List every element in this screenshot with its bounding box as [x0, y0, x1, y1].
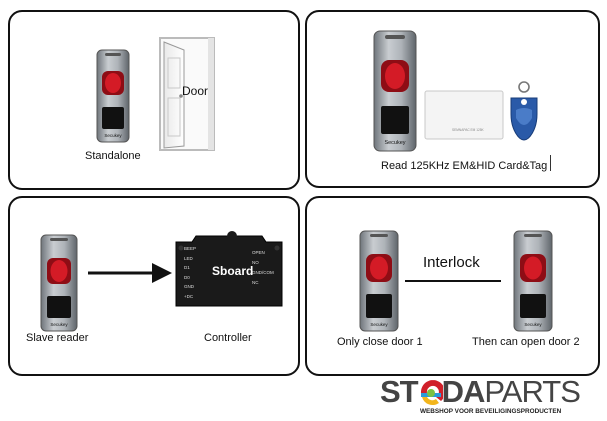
- brand-part2: DA: [441, 374, 486, 409]
- reader-brand: Secukey: [384, 140, 405, 146]
- brand-part3: PARTS: [484, 374, 580, 409]
- panel-standalone: Secukey Door Standalone: [8, 10, 300, 190]
- fingerprint-reader-icon: Secukey: [359, 230, 399, 332]
- rfid-card-icon: SEMNAPAC EM 125K: [424, 90, 504, 140]
- terminal-label: LED: [184, 255, 193, 261]
- terminal-label: D0: [184, 274, 190, 280]
- terminal-label: OPEN: [252, 250, 265, 255]
- door-label: Door: [182, 84, 209, 98]
- fingerprint-reader-icon: Secukey: [513, 230, 553, 332]
- interlock-label: Interlock: [423, 254, 480, 271]
- interlock-line: [405, 280, 501, 282]
- controller-name: Sboard: [212, 264, 254, 278]
- panel-read-card: Secukey SEMNAPAC EM 125K Read 125KHz EM&…: [305, 10, 600, 188]
- terminal-label: GND/COM: [252, 270, 274, 275]
- terminal-label: BEEP: [184, 246, 197, 251]
- text-cursor: [550, 155, 551, 171]
- brand-part1: ST: [380, 374, 419, 409]
- fingerprint-reader-icon: Secukey: [96, 49, 130, 143]
- caption-slave-reader: Slave reader: [26, 332, 89, 344]
- rfid-tag-icon: [510, 81, 538, 141]
- caption-door-2: Then can open door 2: [472, 336, 580, 348]
- terminal-label: NC: [252, 280, 259, 285]
- terminal-label: NO: [252, 260, 259, 265]
- terminal-label: D1: [184, 265, 190, 270]
- terminal-label: +DC: [184, 293, 194, 299]
- terminal-label: GND: [184, 284, 194, 289]
- stedaparts-logo: ST DAPARTS WEBSHOP VOOR BEVEILIGINGSPRODU…: [380, 374, 602, 420]
- reader-brand: Secukey: [370, 322, 388, 327]
- card-print: SEMNAPAC EM 125K: [452, 128, 485, 132]
- caption-door-1: Only close door 1: [337, 336, 423, 348]
- caption-standalone: Standalone: [85, 150, 141, 162]
- arrow-right-icon: [88, 263, 172, 283]
- door-icon: [159, 37, 215, 151]
- controller-box-icon: [175, 231, 283, 307]
- fingerprint-reader-icon: Secukey: [40, 234, 78, 332]
- reader-brand: Secukey: [50, 322, 68, 327]
- brand-e-mark-icon: [420, 380, 443, 406]
- brand-tagline: WEBSHOP VOOR BEVEILIGINGSPRODUCTEN: [420, 408, 562, 415]
- caption-read-card: Read 125KHz EM&HID Card&Tag: [381, 160, 548, 172]
- panel-interlock: Secukey Secukey Interlock Only close doo…: [305, 196, 600, 376]
- caption-controller: Controller: [204, 332, 252, 344]
- reader-brand: Secukey: [104, 133, 122, 138]
- fingerprint-reader-icon: Secukey: [373, 30, 417, 152]
- reader-brand: Secukey: [524, 322, 542, 327]
